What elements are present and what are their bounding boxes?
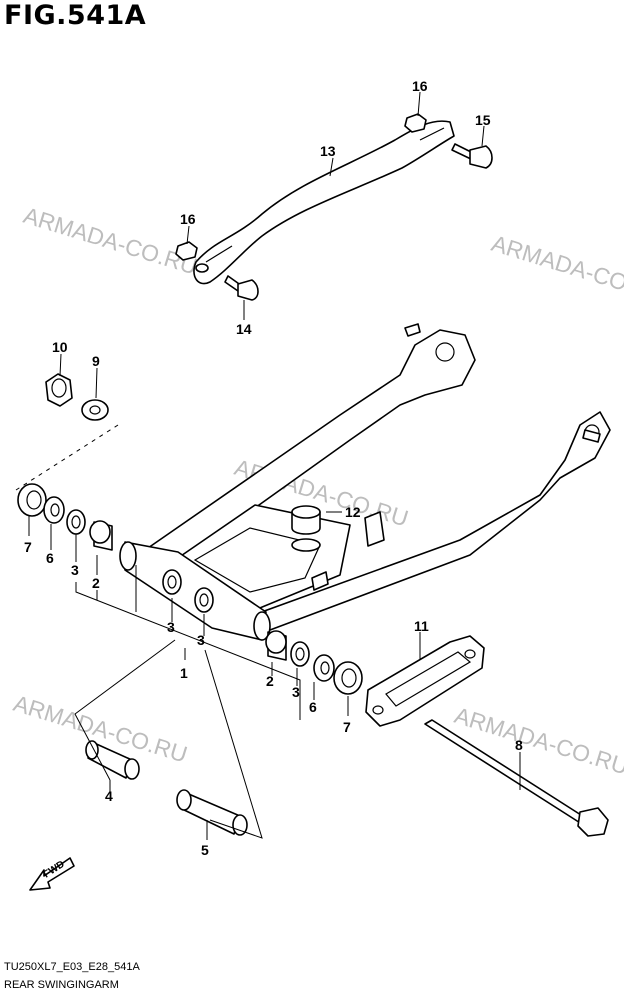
spacer-2-right [265,630,287,661]
dust-seal-7-left [17,483,47,517]
sleeve-4 [85,740,140,780]
callout-16-left: 16 [180,211,196,227]
callout-3-inner-b: 3 [197,632,205,648]
callout-7-right: 7 [343,719,351,735]
sleeve-5 [176,789,248,836]
watermark: ARMADA-CO.RU [21,202,201,280]
bolt-15 [451,143,493,169]
callout-3-left: 3 [71,562,79,578]
callout-3-right: 3 [292,684,300,700]
nut-16-left [175,241,198,261]
bolt-14 [224,275,259,301]
callout-3-inner-a: 3 [167,619,175,635]
callout-16-top: 16 [412,78,428,94]
callout-12: 12 [345,504,361,520]
bearing-3-right [290,641,310,667]
callout-2-right: 2 [266,673,274,689]
callout-10: 10 [52,339,68,355]
figure-code: TU250XL7_E03_E28_541A [4,961,140,973]
callout-6-right: 6 [309,699,317,715]
bearing-3-left [66,509,86,535]
callout-5: 5 [201,842,209,858]
leader-lines [15,91,521,840]
bearing-3-inner-a [162,569,182,595]
callouts: 16 15 13 16 14 10 9 12 11 8 7 6 3 2 3 3 … [24,78,523,858]
watermark: ARMADA-CO.RU [452,702,624,780]
spacer-2-left [89,520,113,551]
callout-9: 9 [92,353,100,369]
washer-6-left [43,496,65,524]
dust-seal-7-right [333,661,363,695]
callout-1: 1 [180,665,188,681]
pivot-bolt-8 [424,719,609,837]
callout-4: 4 [105,788,113,804]
bump-stop-12 [291,505,321,552]
callout-8: 8 [515,737,523,753]
washer-9 [81,399,109,421]
bearing-3-inner-b [194,587,214,613]
nut-16-top [404,113,427,133]
callout-2-left: 2 [92,575,100,591]
watermarks: ARMADA-CO.RU ARMADA-CO.RU ARMADA-CO.RU A… [11,202,624,780]
figure-title: FIG.541A [4,0,147,31]
callout-7-left: 7 [24,539,32,555]
swingarm-frame [119,323,611,641]
callout-11: 11 [414,618,429,634]
washer-6-right [313,654,335,682]
callout-15: 15 [475,112,491,128]
bracket-bar [193,120,455,285]
fwd-arrow: FWD [29,857,75,891]
figure-subtitle: REAR SWINGINGARM [4,979,119,991]
chain-guard-11 [365,635,485,727]
callout-13: 13 [320,143,336,159]
watermark: ARMADA-CO.RU [489,230,624,308]
nut-10 [45,373,73,407]
callout-6-left: 6 [46,550,54,566]
callout-14: 14 [236,321,252,337]
